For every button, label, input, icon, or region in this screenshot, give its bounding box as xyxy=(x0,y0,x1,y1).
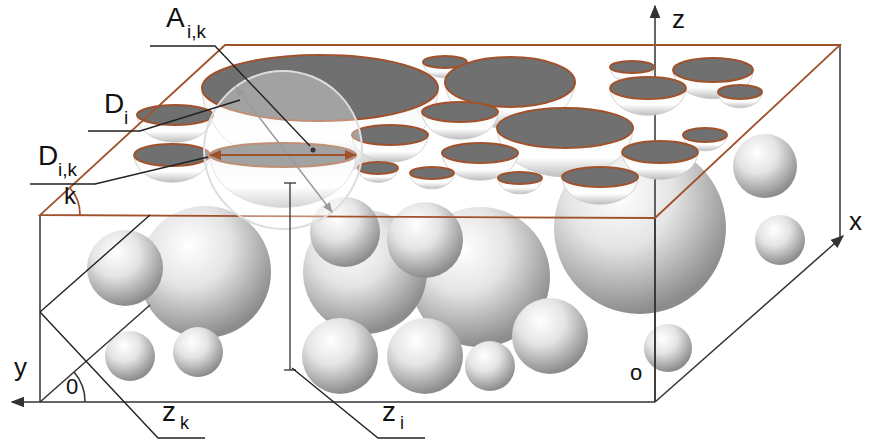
section-disc xyxy=(442,143,518,163)
symbol-letter: z xyxy=(162,398,176,426)
leader-line xyxy=(40,312,205,438)
tick xyxy=(284,182,296,183)
section-disc xyxy=(622,141,698,163)
cut-sphere xyxy=(137,105,213,142)
sphere xyxy=(644,324,692,372)
leader-line xyxy=(292,368,425,438)
section-disc xyxy=(562,167,638,187)
symbol-letter: A xyxy=(166,4,185,32)
section-disc xyxy=(683,128,727,142)
cut-sphere xyxy=(352,125,428,162)
subscript: i xyxy=(400,414,404,432)
sphere xyxy=(755,215,805,265)
sphere xyxy=(387,318,463,394)
sphere xyxy=(554,142,726,314)
cut-sphere xyxy=(358,162,398,182)
cut-sphere xyxy=(718,85,762,108)
cut-sphere xyxy=(134,144,210,182)
section-disc xyxy=(673,58,753,82)
cut-sphere xyxy=(498,172,542,194)
sphere xyxy=(733,134,797,198)
section-center xyxy=(311,148,316,153)
subscript: k xyxy=(180,414,189,432)
section-disc xyxy=(422,102,498,122)
sphere xyxy=(512,298,588,374)
section-disc xyxy=(410,167,454,179)
leader-line xyxy=(40,215,150,312)
sphere xyxy=(87,230,163,306)
angle-label: 0 xyxy=(66,376,78,398)
section-disc xyxy=(497,108,633,148)
box-edge xyxy=(39,215,41,402)
height-marker xyxy=(284,183,296,370)
cutting-plane xyxy=(40,45,840,218)
axis-label: z xyxy=(672,6,685,32)
sphere xyxy=(465,341,515,391)
subscript: i,k xyxy=(58,160,77,179)
cut-sphere xyxy=(410,167,454,189)
spheres xyxy=(87,134,805,394)
section-diameter-arrow xyxy=(210,154,356,156)
cut-sphere xyxy=(562,167,638,204)
symbol-letter: D xyxy=(38,142,58,170)
axis-label: x xyxy=(849,208,862,234)
axes xyxy=(12,6,843,402)
subscript: i,k xyxy=(187,22,206,41)
sphere xyxy=(302,318,378,394)
cut-sphere xyxy=(422,102,498,139)
highlighted-sphere xyxy=(204,71,362,229)
angle-label: k xyxy=(64,184,76,208)
symbol-letter: z xyxy=(382,398,396,426)
height-line xyxy=(289,183,290,370)
section-disc xyxy=(718,85,762,99)
leader-line xyxy=(150,46,310,146)
section-disc xyxy=(610,77,686,99)
symbol-letter: D xyxy=(104,90,124,118)
section-disc xyxy=(610,61,654,73)
leader-lines xyxy=(30,46,425,438)
box-edge xyxy=(839,45,841,238)
sphere xyxy=(387,202,463,278)
box-edges xyxy=(40,45,840,402)
section-disc xyxy=(445,57,575,107)
x-axis xyxy=(655,236,843,402)
sphere xyxy=(173,327,223,377)
box-edge xyxy=(40,305,150,402)
section-disc xyxy=(498,172,542,184)
diameter-arrow xyxy=(236,87,332,212)
section-disc xyxy=(358,162,398,174)
section-disc xyxy=(352,125,428,145)
cut-sphere xyxy=(610,77,686,115)
subscript: i xyxy=(124,108,128,127)
origin-label: o xyxy=(630,362,642,384)
section-disc xyxy=(134,144,210,166)
plane-outline xyxy=(40,45,840,218)
axis-label: y xyxy=(14,354,27,380)
